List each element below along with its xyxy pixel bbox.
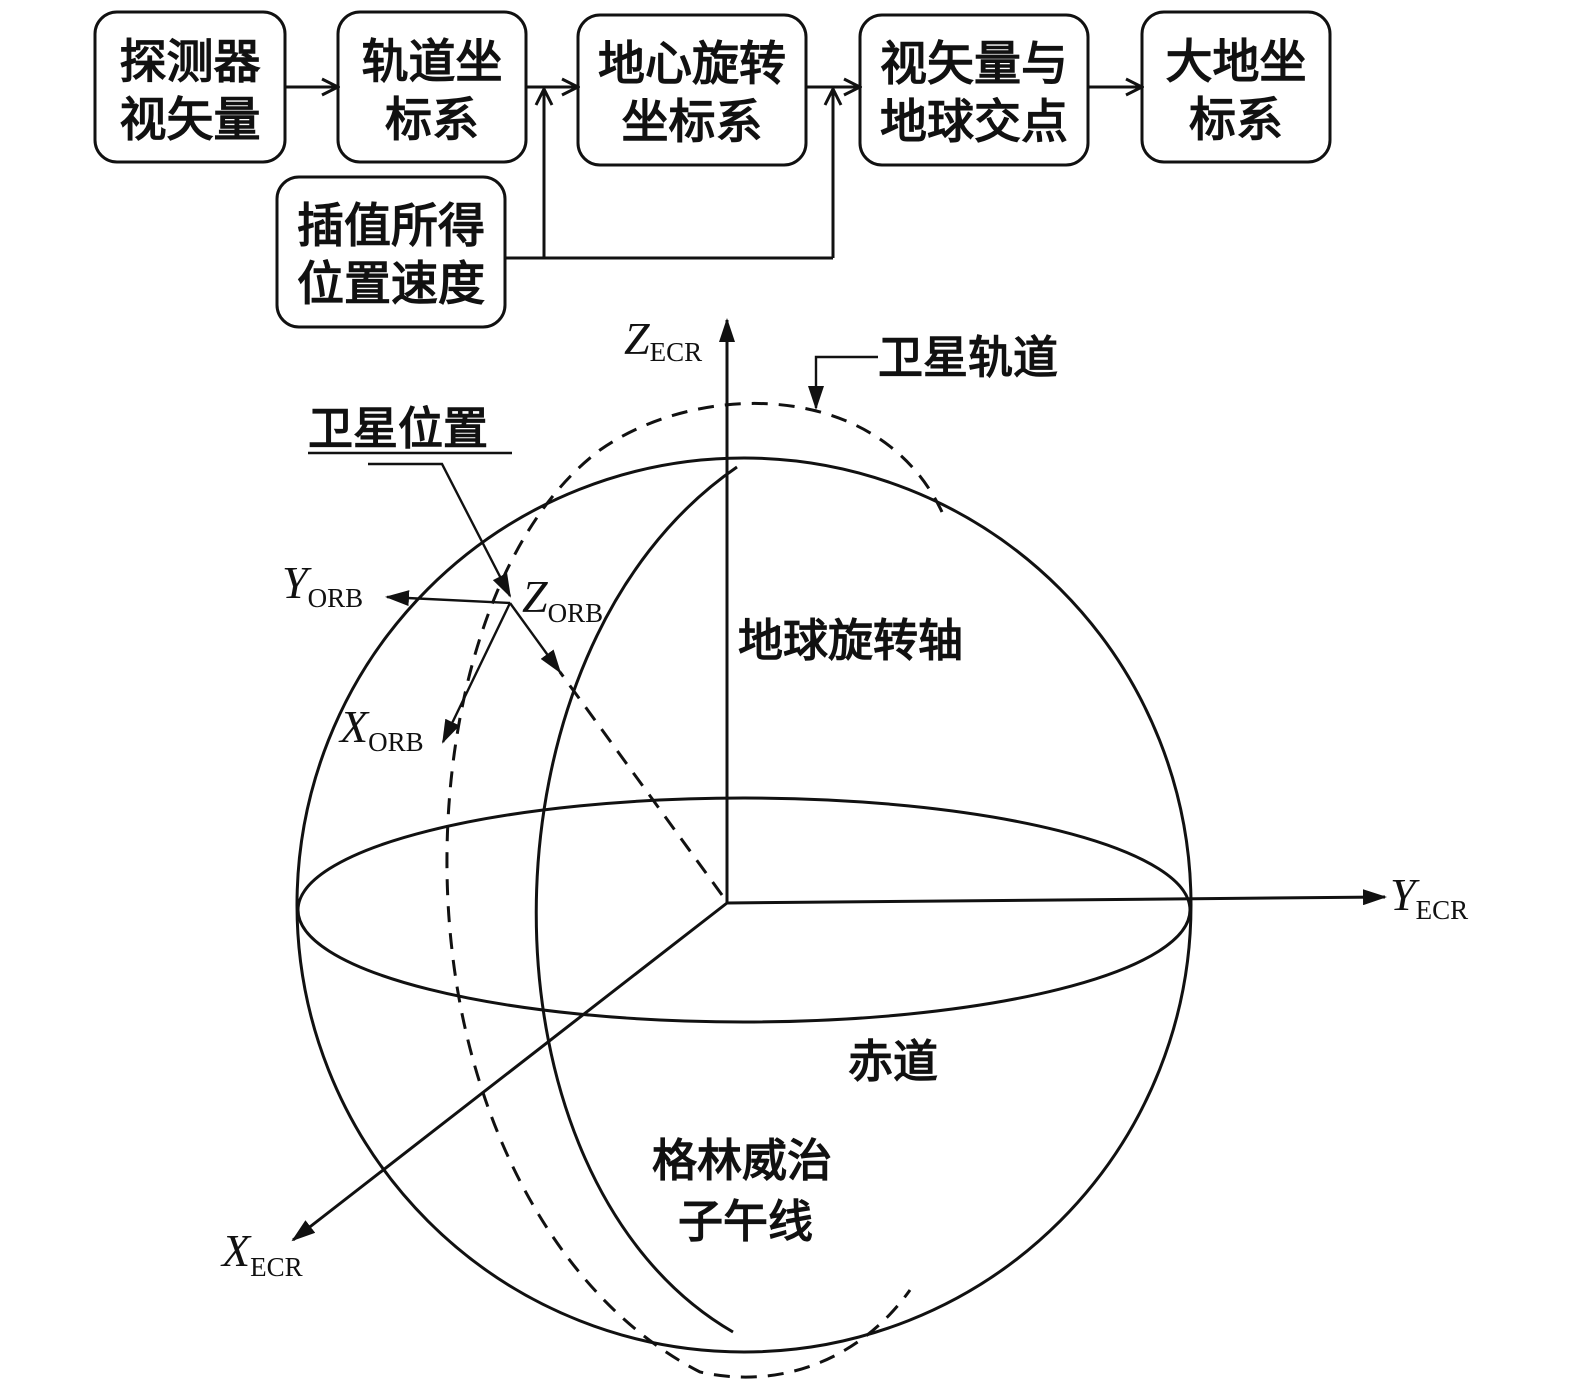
y-orb-label: YORB [282,557,363,613]
y-orb-axis [385,590,511,607]
flow-box-line: 轨道坐 [362,35,503,90]
flow-box-line: 标系 [1189,93,1283,148]
globe-figure: 卫星轨道 卫星位置 地球旋转轴 赤道 格林威治 子午线 ZECR YECR XE… [220,313,1468,1379]
y-ecr-axis [726,889,1387,906]
x-ecr-label: XECR [220,1225,303,1282]
x-orb-label: XORB [338,701,424,757]
flow-box-interpolated-position-velocity: 插值所得 位置速度 [275,175,507,329]
flow-box-line: 大地坐 [1166,35,1307,90]
x-ecr-axis [291,901,728,1242]
flow-box-orbit-frame: 轨道坐 标系 [336,10,528,164]
flow-box-line: 视矢量与 [880,37,1068,92]
x-orb-axis [441,602,512,744]
flow-box-line: 视矢量 [120,93,261,148]
equator-label: 赤道 [848,1035,938,1088]
flow-box-line: 插值所得 [297,199,485,254]
greenwich-meridian-label-line1: 格林威治 [652,1134,832,1187]
y-ecr-label: YECR [1390,869,1468,925]
flow-box-line: 位置速度 [297,257,485,312]
satellite-orbit-leader [808,355,878,410]
center-to-satellite-line [558,671,724,896]
z-ecr-label: ZECR [624,313,702,367]
greenwich-meridian [534,465,738,1334]
satellite-position-leader [368,462,512,598]
z-orb-label: ZORB [522,571,603,628]
flow-box-line: 标系 [385,93,479,148]
satellite-orbit-label: 卫星轨道 [878,331,1058,384]
satellite-position-label: 卫星位置 [308,402,488,455]
greenwich-meridian-label-line2: 子午线 [678,1195,813,1248]
flowchart: 探测器 视矢量 轨道坐 标系 地心旋转 坐标系 视矢量与 地球交点 大地坐 标系 [93,10,1332,329]
flow-box-detector-view-vector: 探测器 视矢量 [93,10,287,164]
flow-box-line: 地球交点 [880,95,1068,150]
flow-box-line: 探测器 [120,35,262,90]
z-orb-axis [509,602,562,674]
earth-rotation-axis-label: 地球旋转轴 [738,614,963,667]
flow-box-view-vector-earth-intersection: 视矢量与 地球交点 [858,13,1090,167]
flow-box-line: 地心旋转 [598,37,786,92]
flow-box-earth-centered-rotating-frame: 地心旋转 坐标系 [576,13,808,167]
satellite-orbit-path [445,401,944,1379]
equator-ellipse [296,796,1192,1024]
flow-box-line: 坐标系 [622,95,763,150]
flow-box-geodetic-frame: 大地坐 标系 [1140,10,1332,164]
